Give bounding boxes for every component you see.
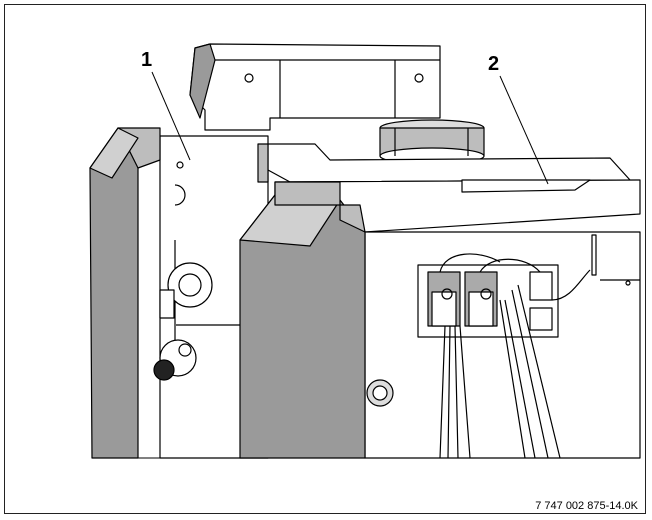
top-cover xyxy=(257,143,631,183)
terminal-strip xyxy=(417,234,640,459)
leader-line-1 xyxy=(151,71,191,161)
left-side-panel xyxy=(89,127,161,459)
reference-code: 7 747 002 875-14.0K xyxy=(535,500,638,512)
callout-2: 2 xyxy=(488,53,499,75)
mechanism xyxy=(153,161,250,381)
bolt-fitting xyxy=(366,379,394,407)
top-bracket xyxy=(189,43,441,131)
front-side-panel xyxy=(239,181,366,459)
callout-1: 1 xyxy=(141,49,152,71)
flue-collar xyxy=(379,119,485,165)
leader-line-2 xyxy=(499,75,549,185)
